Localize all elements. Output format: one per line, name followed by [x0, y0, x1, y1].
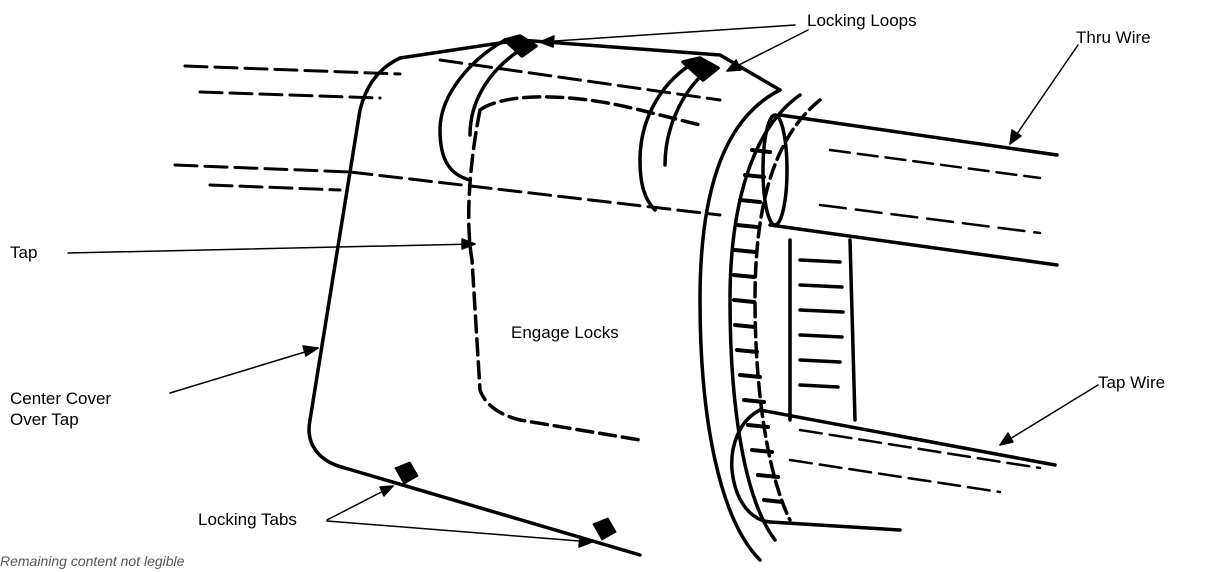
label-engage-locks: Engage Locks: [511, 323, 619, 342]
locking-tab-left: [394, 461, 419, 485]
label-center-cover-over-tap: Center Cover Over Tap: [10, 388, 111, 430]
label-center-cover-line1: Center Cover: [10, 389, 112, 408]
label-center-cover-line2: Over Tap: [10, 410, 79, 429]
locking-loop-right: [638, 56, 720, 212]
thru-wire: [761, 113, 1059, 267]
thru-wire-behind: [173, 58, 722, 217]
label-locking-tabs: Locking Tabs: [198, 510, 297, 529]
leader-lines: [67, 24, 1099, 548]
locking-loop-left: [438, 34, 538, 182]
end-cap-ribs: [732, 148, 784, 504]
end-cap: [698, 88, 822, 562]
locking-tab-right: [592, 517, 617, 541]
label-thru-wire: Thru Wire: [1076, 28, 1151, 47]
label-tap-wire: Tap Wire: [1098, 373, 1166, 392]
inner-ribs: [788, 238, 857, 422]
label-tap: Tap: [10, 243, 38, 262]
caption: Remaining content not legible: [0, 553, 185, 569]
center-cover: [307, 38, 782, 557]
tap-wire: [730, 408, 1057, 532]
label-locking-loops: Locking Loops: [807, 11, 917, 30]
